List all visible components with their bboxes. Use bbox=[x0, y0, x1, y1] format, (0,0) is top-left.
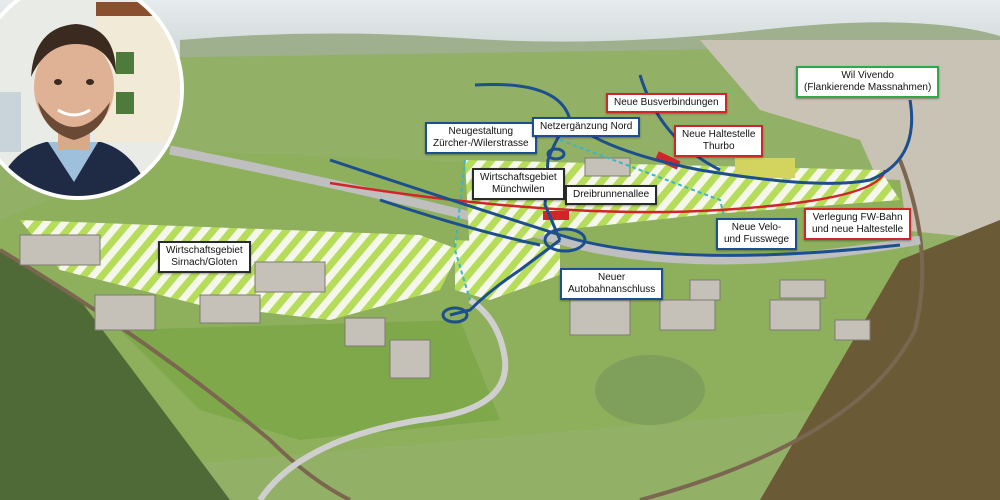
railway-track bbox=[0, 248, 351, 500]
new-stop-fw bbox=[543, 211, 569, 220]
label-netzergaenzung-nord: Netzergänzung Nord bbox=[532, 117, 641, 137]
velo-path-west bbox=[453, 159, 471, 301]
label-neue-velo-und-fusswege: Neue Velo-und Fusswege bbox=[716, 218, 798, 250]
velo-path-east bbox=[559, 139, 731, 241]
forest-left bbox=[0, 250, 230, 500]
zone-south bbox=[455, 240, 560, 300]
pond bbox=[595, 355, 705, 425]
zone-muenchwilen bbox=[465, 160, 900, 255]
railway-track-right bbox=[639, 159, 925, 500]
local-road bbox=[257, 297, 509, 500]
portrait-photo bbox=[0, 0, 184, 200]
roundabouts bbox=[441, 147, 587, 324]
label-neue-busverbindungen: Neue Busverbindungen bbox=[606, 93, 727, 113]
forest-right bbox=[760, 220, 1000, 500]
industrial-buildings bbox=[19, 157, 871, 379]
field-yellow bbox=[735, 158, 795, 178]
label-dreibrunnenallee: Dreibrunnenallee bbox=[565, 185, 658, 205]
label-wil-vivendo: Wil Vivendo(Flankierende Massnahmen) bbox=[796, 66, 940, 98]
planned-roads bbox=[329, 74, 914, 317]
